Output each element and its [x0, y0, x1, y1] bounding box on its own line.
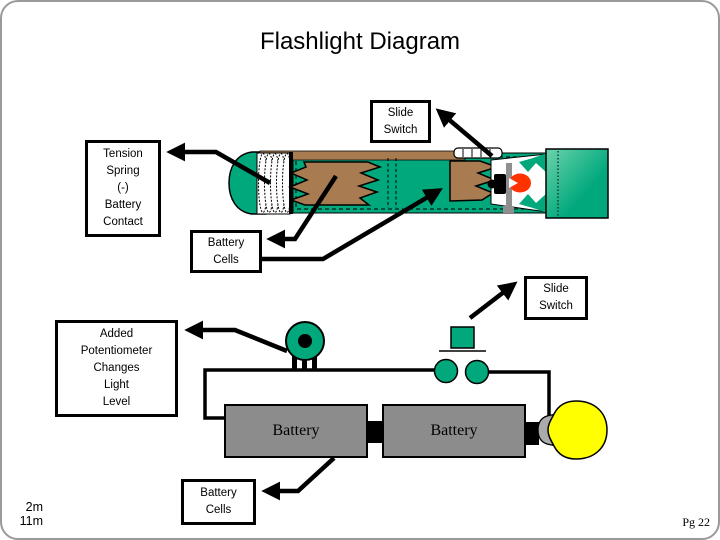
circuit-battery-right: Battery — [382, 404, 526, 458]
bulb-socket — [537, 413, 557, 447]
pot-leg — [302, 356, 307, 370]
page-number: Pg 22 — [682, 515, 710, 529]
battery-left-label: Battery — [272, 422, 320, 439]
pot-body — [285, 321, 325, 361]
callout-added-potentiometer: Added Potentiometer Changes Light Level — [55, 320, 178, 417]
flashlight-barrel — [292, 152, 548, 214]
pot-leg — [312, 356, 317, 370]
potentiometer-symbol — [285, 321, 325, 370]
barrel-top-strip — [259, 150, 466, 161]
callout-slide-switch-top: Slide Switch — [370, 100, 431, 143]
switch-thumb — [453, 147, 503, 159]
spring-coil — [270, 153, 280, 213]
barrel-cutaway-dashed-outline — [295, 156, 543, 210]
bulb-glow-notch — [509, 178, 518, 188]
flashlight-tail-cap — [228, 151, 267, 215]
circuit-battery-left: Battery — [224, 404, 368, 458]
battery-terminal — [367, 421, 382, 443]
bulb-glass — [547, 400, 608, 460]
tension-spring-drawing — [256, 152, 293, 215]
battery-right-label: Battery — [430, 422, 478, 439]
timer-top: 2m — [25, 500, 43, 514]
timer-bottom: 11m — [19, 514, 43, 528]
switch-contact — [433, 358, 459, 384]
spring-coil — [264, 153, 274, 213]
flashlight-illustration — [228, 147, 609, 219]
head-jag-bottom — [519, 193, 547, 213]
arrow-tension-spring — [166, 142, 272, 185]
spring-coil — [258, 153, 268, 213]
bulb-base — [494, 174, 506, 194]
switch-slider — [450, 326, 475, 349]
arrow-added-potentiometer — [184, 320, 288, 354]
battery-contact-plate — [289, 152, 293, 214]
bulb-filament-glow — [509, 173, 531, 193]
callout-tension-spring: Tension Spring (-) Battery Contact — [85, 140, 161, 237]
spring-background — [256, 152, 291, 215]
light-bulb — [537, 400, 608, 460]
barrel-battery-cell-2 — [449, 160, 500, 202]
head-jag-top — [519, 153, 547, 173]
timer-notes: 2m 11m — [16, 500, 43, 528]
flashlight-head — [545, 148, 609, 219]
reflector-cone — [490, 153, 548, 213]
arrow-battery-cells-top-b — [254, 188, 443, 262]
spring-coil — [282, 153, 292, 213]
arrow-battery-cells-top-a — [266, 174, 338, 249]
battery-terminal — [525, 422, 539, 445]
callout-slide-switch-right: Slide Switch — [524, 276, 588, 320]
contact-bar — [506, 163, 512, 207]
arrow-slide-switch-top — [435, 108, 494, 158]
switch-symbol — [433, 326, 490, 385]
contact-bar-foot — [503, 206, 514, 213]
flashlight-slide-switch — [453, 147, 503, 159]
page-title: Flashlight Diagram — [259, 28, 461, 55]
barrel-battery-cell-1 — [287, 161, 383, 206]
pot-shaft — [298, 334, 312, 348]
arrow-battery-cells-bottom — [261, 456, 336, 501]
callout-battery-cells-top: Battery Cells — [190, 230, 262, 273]
switch-contact — [464, 359, 490, 385]
reflector-and-bulb — [487, 153, 548, 213]
spring-coil — [276, 153, 286, 213]
arrow-slide-switch-right — [468, 281, 518, 320]
bulb-base-knob — [487, 179, 497, 189]
callout-battery-cells-bottom: Battery Cells — [181, 479, 256, 525]
pot-leg — [292, 356, 297, 370]
